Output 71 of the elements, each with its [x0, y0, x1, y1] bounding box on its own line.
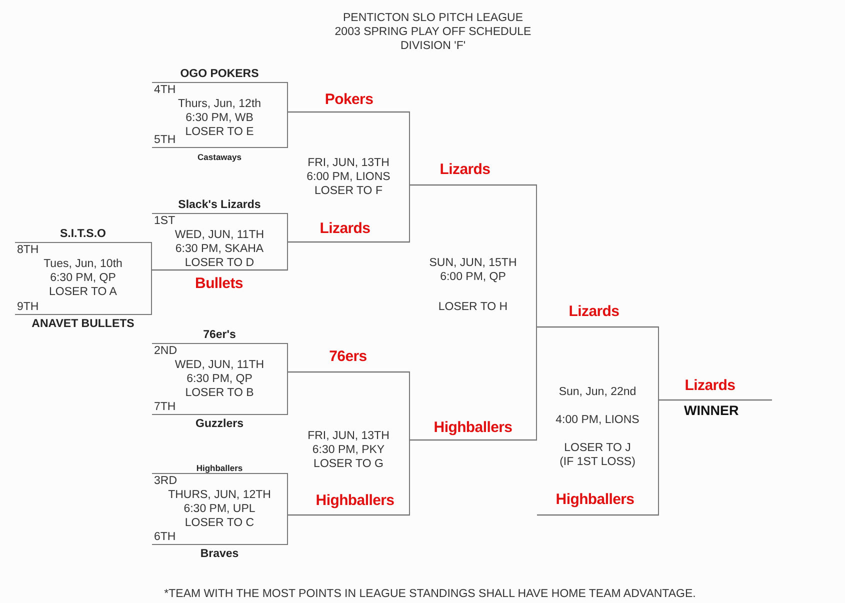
game-info: 6:30 PM, QP: [49, 271, 117, 285]
game-info: LOSER TO G: [312, 457, 384, 471]
seed-label: 8TH: [16, 243, 40, 257]
game-info: THURS, JUN, 12TH: [167, 488, 272, 502]
seed-label: 4TH: [153, 83, 177, 97]
winner-team-label: Highballers: [434, 419, 512, 436]
bracket-line: [288, 111, 410, 113]
winner-team-label: Lizards: [440, 161, 490, 178]
game-info: 6:30 PM, QP: [186, 372, 254, 386]
game-info: LOSER TO F: [314, 184, 384, 198]
footnote: *TEAM WITH THE MOST POINTS IN LEAGUE STANDINGS SHALL HAVE HOME TEAM ADVANTAGE.: [164, 588, 696, 600]
game-info: LOSER TO H: [437, 300, 509, 314]
title-line: 2003 SPRING PLAY OFF SCHEDULE: [334, 26, 532, 38]
title-line: DIVISION 'F': [400, 40, 466, 52]
winner-team-label: 76ers: [329, 348, 367, 365]
game-info: LOSER TO E: [184, 125, 255, 139]
seed-label: 9TH: [16, 300, 39, 314]
game-info: FRI, JUN, 13TH: [306, 429, 390, 443]
winner-team-label: Lizards: [568, 303, 620, 320]
game-info: LOSER TO C: [184, 516, 256, 530]
bracket-line: [152, 269, 288, 271]
game-info: Thurs, Jun, 12th: [176, 97, 262, 111]
seed-label: 7TH: [153, 400, 176, 414]
winner-team-label: Bullets: [195, 275, 243, 292]
bracket-line: [537, 514, 659, 516]
game-info: LOSER TO B: [184, 386, 255, 400]
game-info: 6:00 PM, LIONS: [306, 170, 392, 184]
bracket-line: [410, 184, 537, 186]
bracket-line: [288, 371, 410, 373]
winner-label: WINNER: [683, 404, 740, 418]
winner-team-label: Pokers: [324, 91, 374, 108]
winner-team-label: Lizards: [320, 220, 370, 237]
game-info: WED, JUN, 11TH: [174, 358, 266, 372]
game-info: SUN, JUN, 15TH: [428, 256, 518, 270]
game-info: 6:30 PM, PKY: [311, 443, 386, 457]
game-info: FRI, JUN, 13TH: [306, 156, 390, 170]
game-info: 6:30 PM, WB: [184, 111, 254, 125]
team-name: Guzzlers: [194, 417, 244, 431]
seed-label: 2ND: [153, 344, 178, 358]
game-info: LOSER TO J: [563, 441, 632, 455]
game-info: 6:30 PM, UPL: [182, 502, 256, 516]
team-name: 76er's: [202, 328, 237, 342]
game-info: LOSER TO A: [48, 285, 118, 299]
team-name: ANAVET BULLETS: [30, 317, 136, 331]
team-name: Braves: [199, 547, 240, 561]
game-info: LOSER TO D: [184, 256, 256, 270]
winner-team-label: Highballers: [316, 492, 394, 509]
team-name: S.I.T.S.O: [58, 227, 107, 241]
team-name: Slack's Lizards: [177, 198, 262, 212]
team-name: OGO POKERS: [179, 67, 260, 81]
team-name: Highballers: [195, 462, 244, 475]
bracket-line: [659, 399, 772, 401]
bracket-line: [288, 514, 410, 516]
seed-label: 1ST: [153, 214, 176, 228]
game-info: 6:30 PM, SKAHA: [174, 242, 265, 256]
game-info: 4:00 PM, LIONS: [554, 413, 640, 427]
game-info: Sun, Jun, 22nd: [558, 385, 638, 399]
game-info: WED, JUN, 11TH: [174, 228, 266, 242]
seed-label: 6TH: [153, 530, 176, 544]
bracket-line: [537, 326, 659, 328]
title-line: PENTICTON SLO PITCH LEAGUE: [343, 12, 523, 24]
game-info: 6:00 PM, QP: [439, 270, 507, 284]
game-info: (IF 1ST LOSS): [558, 455, 636, 469]
winner-team-label: Lizards: [684, 377, 736, 394]
winner-team-label: Highballers: [556, 491, 634, 508]
bracket-line: [410, 439, 537, 441]
bracket-line: [288, 241, 410, 243]
team-name: Castaways: [196, 151, 242, 164]
seed-label: 5TH: [153, 133, 176, 147]
seed-label: 3RD: [153, 474, 178, 488]
game-info: Tues, Jun, 10th: [42, 257, 124, 271]
